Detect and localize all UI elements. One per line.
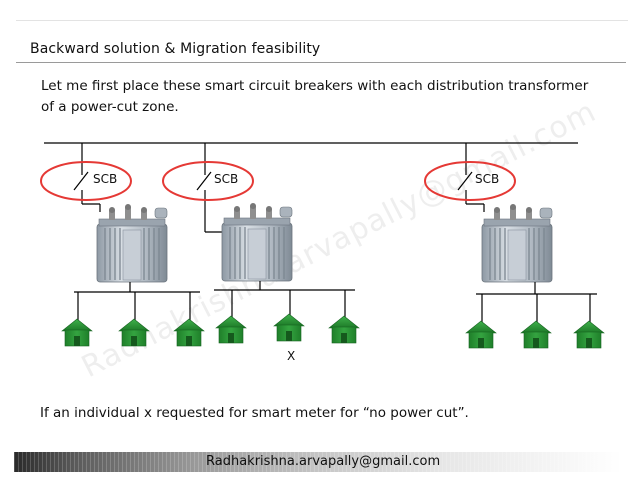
house-icon bbox=[173, 318, 205, 347]
house-icon bbox=[215, 315, 247, 344]
zone-1: SCB bbox=[40, 143, 205, 347]
marker-x-label: X bbox=[287, 349, 295, 363]
house-icon bbox=[520, 320, 552, 349]
breaker-label-2: SCB bbox=[214, 172, 238, 186]
house-icon bbox=[573, 320, 605, 349]
distribution-diagram: SCB SCB X bbox=[40, 142, 605, 363]
footer-email: Radhakrishna.arvapally@gmail.com bbox=[206, 454, 441, 469]
transformer-2 bbox=[221, 202, 293, 282]
house-icon bbox=[118, 318, 150, 347]
breaker-label-1: SCB bbox=[93, 172, 117, 186]
house-icon bbox=[61, 318, 93, 347]
house-icon bbox=[273, 313, 305, 342]
highlight-ring-3 bbox=[424, 161, 516, 201]
house-icon bbox=[328, 315, 360, 344]
breaker-switch-2 bbox=[196, 171, 212, 191]
footnote-text: If an individual x requested for smart m… bbox=[40, 405, 469, 421]
highlight-ring-2 bbox=[162, 161, 254, 201]
transformer-1 bbox=[96, 203, 168, 283]
highlight-ring-1 bbox=[40, 161, 132, 201]
footer-bar bbox=[14, 452, 622, 472]
house-icon bbox=[465, 320, 497, 349]
zone-3: SCB bbox=[424, 143, 605, 349]
breaker-switch-1 bbox=[73, 171, 89, 191]
breaker-label-3: SCB bbox=[475, 172, 499, 186]
zone-2: SCB X bbox=[162, 143, 360, 363]
slide-title: Backward solution & Migration feasibilit… bbox=[30, 41, 321, 57]
title-divider bbox=[16, 62, 626, 63]
breaker-switch-3 bbox=[457, 171, 473, 191]
top-divider bbox=[16, 20, 628, 21]
transformer-3 bbox=[481, 203, 553, 283]
intro-text: Let me first place these smart circuit b… bbox=[41, 78, 589, 115]
